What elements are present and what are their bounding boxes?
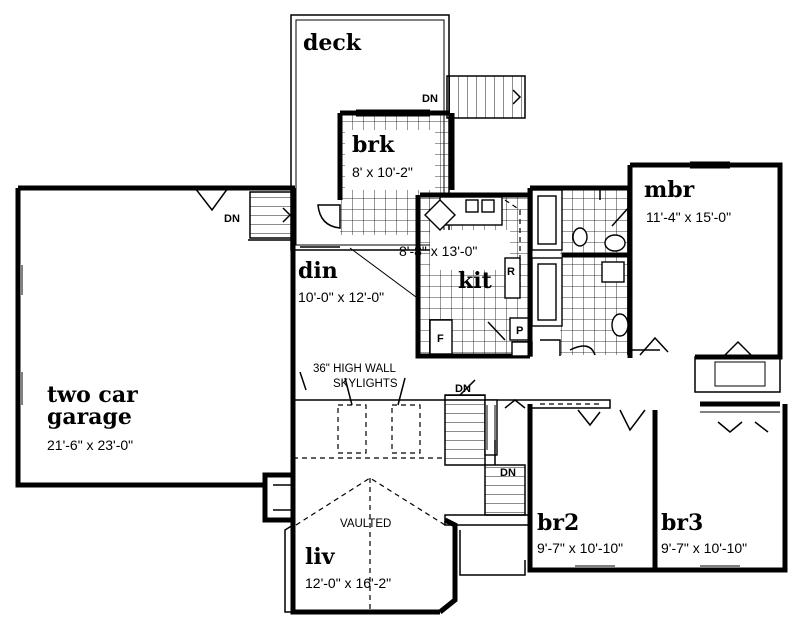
breakfast-label: brk <box>352 132 395 158</box>
deck-area <box>290 14 526 251</box>
breakfast-room <box>317 109 455 235</box>
bedrooms <box>527 404 788 573</box>
deck-stair-dn-label: DN <box>422 93 438 105</box>
garage-label-line2: garage <box>47 404 132 430</box>
living-label: liv <box>305 544 336 570</box>
vaulted-note: VAULTED <box>340 518 391 530</box>
high-wall-note: 36" HIGH WALL <box>313 363 397 375</box>
kitchen <box>415 192 533 359</box>
kitchen-dims: 8'-8" x 13'-0" <box>399 243 477 259</box>
dining-label: din <box>298 258 338 284</box>
bedroom3-dims: 9'-7" x 10'-10" <box>661 540 747 556</box>
garage-dims: 21'-6" x 23'-0" <box>47 437 133 453</box>
skylights-note: SKYLIGHTS <box>333 378 398 390</box>
main-living-shell <box>262 246 530 615</box>
bedroom3-label: br3 <box>661 510 703 536</box>
master-bedroom-dims: 11'-4" x 15'-0" <box>646 209 731 225</box>
master-bedroom-label: mbr <box>644 177 695 203</box>
stair-dn-label-upper: DN <box>455 383 471 395</box>
freezer-label: F <box>437 333 444 345</box>
stair-dn-label-lower: DN <box>500 467 516 479</box>
living-dims: 12'-0" x 16'-2" <box>305 575 391 591</box>
bedroom2-dims: 9'-7" x 10'-10" <box>537 540 623 556</box>
dining-dims: 10'-0" x 12'-0" <box>298 289 384 305</box>
garage-stair-dn-label: DN <box>224 213 240 225</box>
pantry-label: P <box>516 325 523 337</box>
bedroom2-label: br2 <box>537 510 579 536</box>
interior-stair <box>444 379 531 526</box>
refrigerator-label: R <box>507 266 515 278</box>
breakfast-dims: 8' x 10'-2" <box>352 164 413 180</box>
bathrooms <box>527 185 632 356</box>
kitchen-label: kit <box>458 268 493 294</box>
deck-label: deck <box>303 30 362 56</box>
hall <box>530 399 780 433</box>
master-bedroom <box>627 161 783 393</box>
garage-label-line1: two car <box>47 382 138 408</box>
garage <box>15 185 296 488</box>
